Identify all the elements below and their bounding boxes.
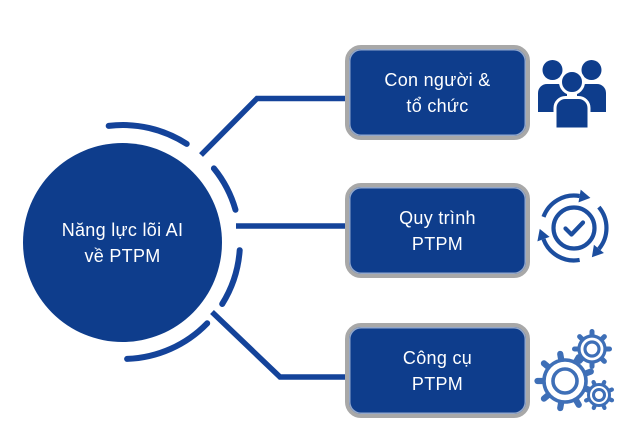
person-front (553, 69, 591, 131)
gear-large (534, 350, 594, 412)
node-label-line1: Công cụ (402, 347, 473, 368)
node-label-line1: Quy trình (399, 207, 476, 228)
cycle-arrow-2 (591, 205, 609, 258)
center-node-label-line1: Năng lực lõi AI (61, 219, 184, 240)
node-tools: Công cụ PTPM (345, 323, 530, 418)
people-icon (538, 60, 606, 131)
node-process: Quy trình PTPM (345, 183, 530, 278)
center-ring-arcs (105, 122, 243, 362)
gear-top-right (572, 329, 612, 369)
check-mark (563, 220, 586, 237)
node-label-line1: Con người & (384, 69, 491, 90)
cycle-arrow-1 (541, 189, 591, 218)
ring-arc-lower-right (219, 247, 243, 307)
connector-top (199, 95, 346, 157)
ring-arc-upper-right (210, 165, 239, 213)
center-node-label-line2: về PTPM (84, 245, 161, 266)
cycle-arrow-3 (537, 228, 581, 263)
check-circle (551, 205, 597, 251)
node-label-line2: PTPM (411, 233, 464, 254)
gears-icon (534, 329, 615, 412)
process-cycle-check-icon (537, 189, 609, 263)
gear-bottom-right (583, 379, 615, 411)
node-label-line2: tổ chức (406, 95, 469, 116)
node-people-org: Con người & tổ chức (345, 45, 530, 140)
center-node: Năng lực lõi AI về PTPM (23, 143, 222, 342)
ring-arc-bottom (124, 320, 211, 362)
branch-connectors (199, 95, 346, 380)
ring-arc-top (105, 122, 190, 147)
connector-bottom (210, 310, 346, 380)
node-label-line2: PTPM (411, 373, 464, 394)
